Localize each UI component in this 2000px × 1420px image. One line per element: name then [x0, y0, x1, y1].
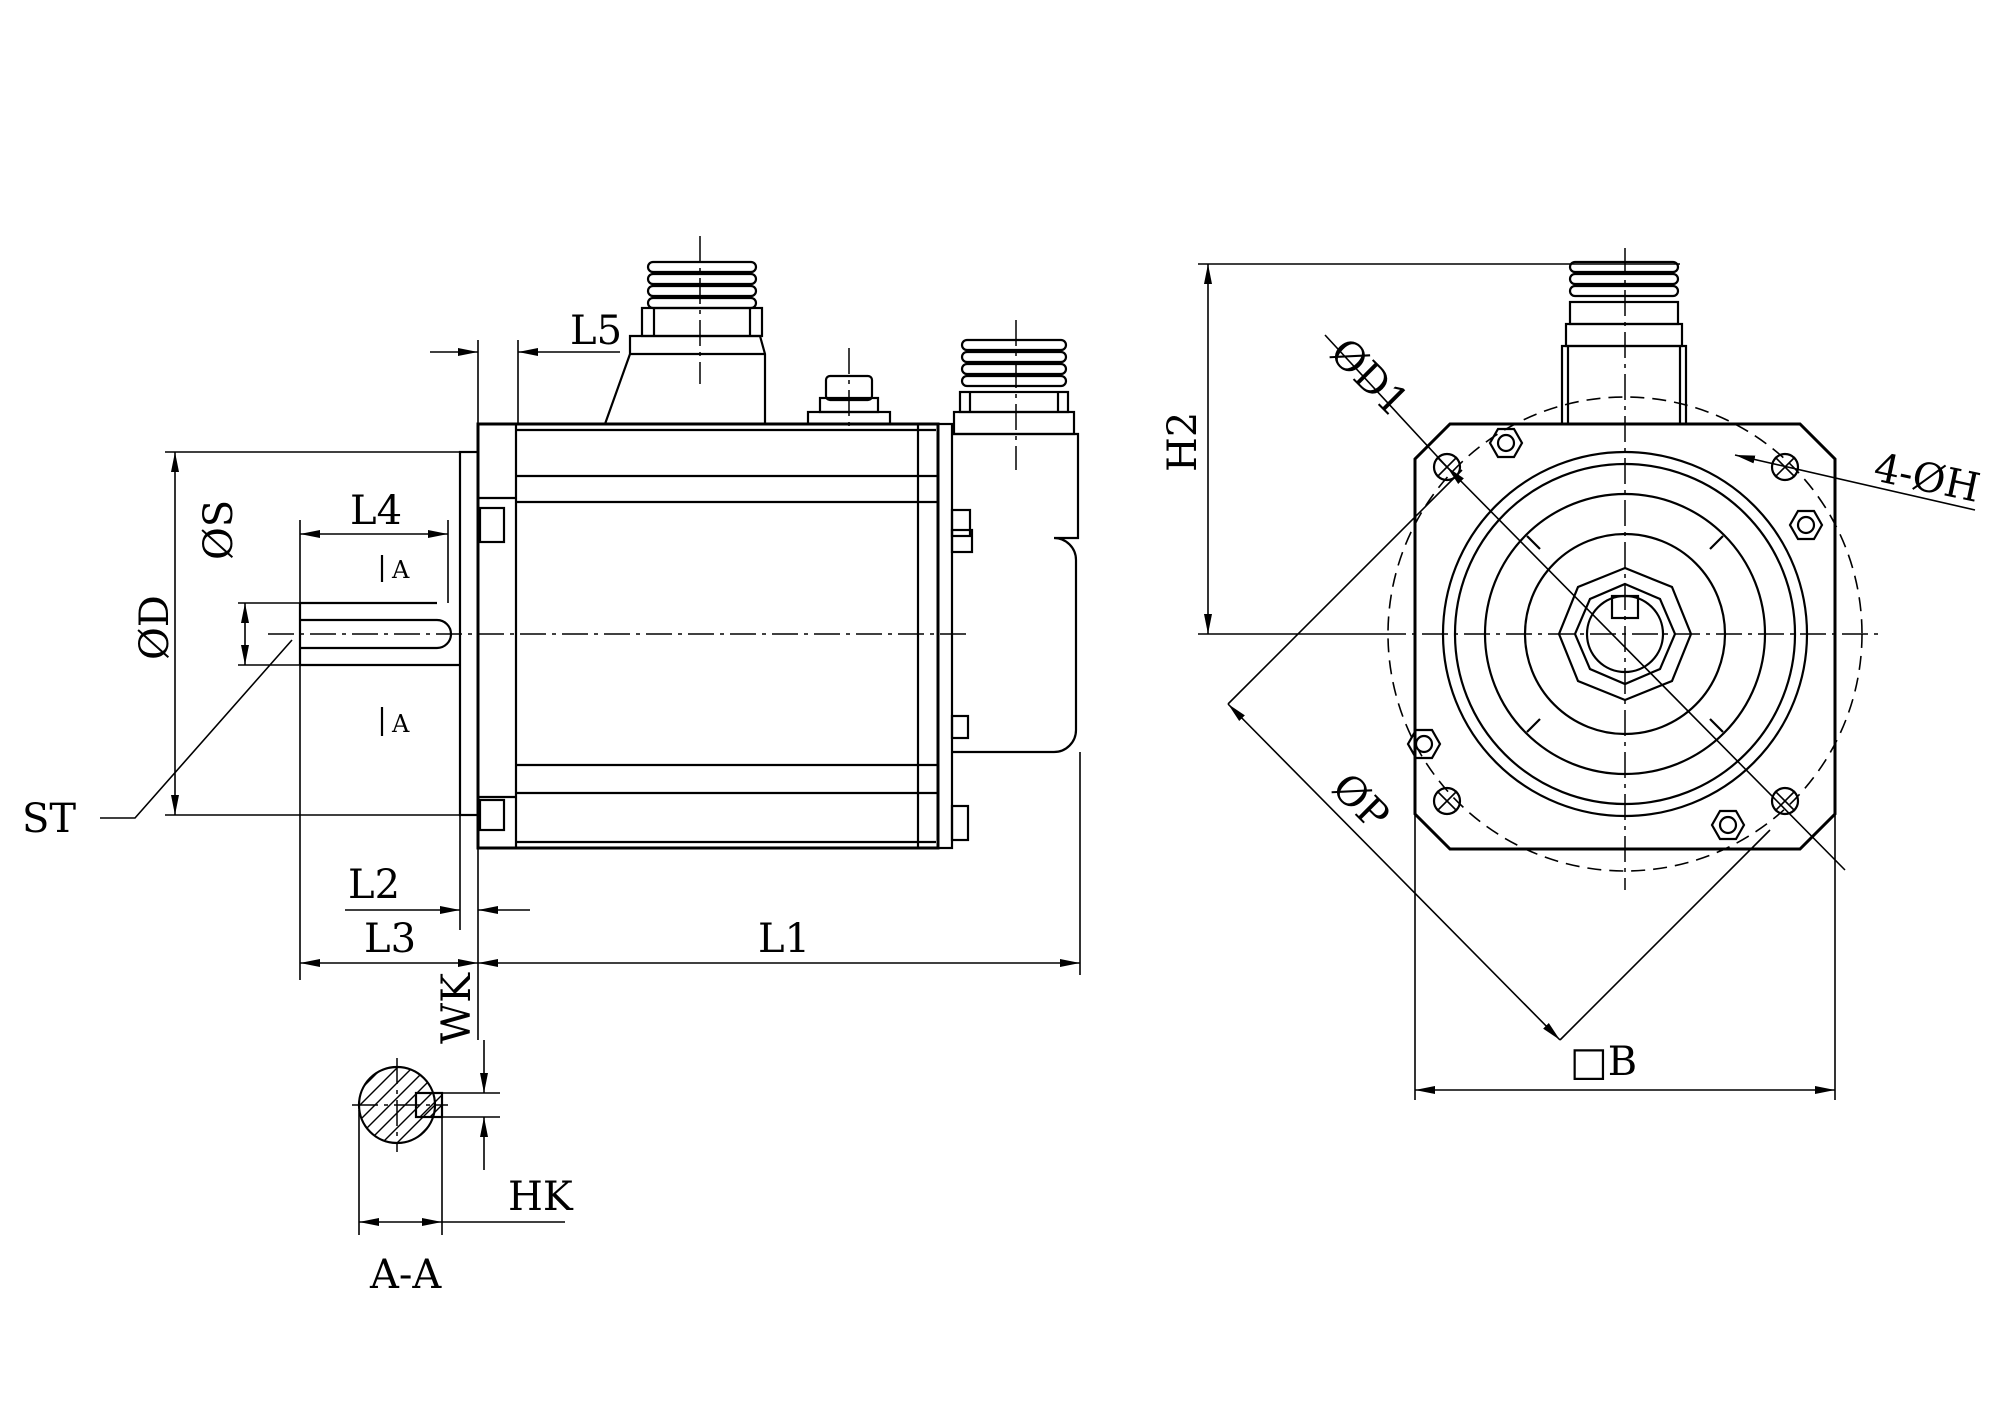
- label-phi-d1: ØD1: [1321, 330, 1417, 426]
- label-phi-p: ØP: [1323, 765, 1398, 840]
- label-four-phi-h: 4-ØH: [1870, 445, 1984, 512]
- label-phi-s: ØS: [196, 500, 242, 560]
- label-l1: L1: [758, 916, 810, 962]
- label-phi-d: ØD: [132, 595, 178, 660]
- label-section-mark-bottom: A: [391, 710, 410, 738]
- front-connector: [1560, 260, 1688, 426]
- encoder-housing: [936, 422, 1080, 850]
- brake-connector: [806, 348, 892, 432]
- label-l3: L3: [364, 916, 416, 962]
- dim-four-phi-h: [1734, 454, 1976, 511]
- label-st: ST: [22, 796, 76, 842]
- front-view: H2 ØD1 4-ØH ØP □B: [1160, 248, 1984, 1100]
- label-wk: WK: [434, 972, 480, 1044]
- label-l4: L4: [350, 488, 402, 534]
- label-l5: L5: [570, 308, 622, 354]
- label-hk: HK: [508, 1174, 574, 1220]
- dim-phi-d1: [1446, 466, 1846, 871]
- dim-phi-p: [1227, 703, 1561, 1041]
- label-h2: H2: [1160, 412, 1206, 472]
- motor-body: [476, 422, 940, 850]
- side-view: L5 L4 ØS ØD ST A A L2 L3 L1: [22, 236, 1081, 1040]
- section-a-a: WK HK A-A: [352, 972, 574, 1298]
- power-connector: [603, 236, 767, 425]
- square-flange: [1413, 422, 1837, 851]
- label-square-b: □B: [1570, 1039, 1637, 1085]
- label-section-mark-top: A: [391, 556, 410, 584]
- label-l2: L2: [348, 862, 400, 908]
- st-leader: [100, 639, 293, 819]
- encoder-connector: [952, 320, 1076, 470]
- label-section-aa: A-A: [369, 1252, 442, 1298]
